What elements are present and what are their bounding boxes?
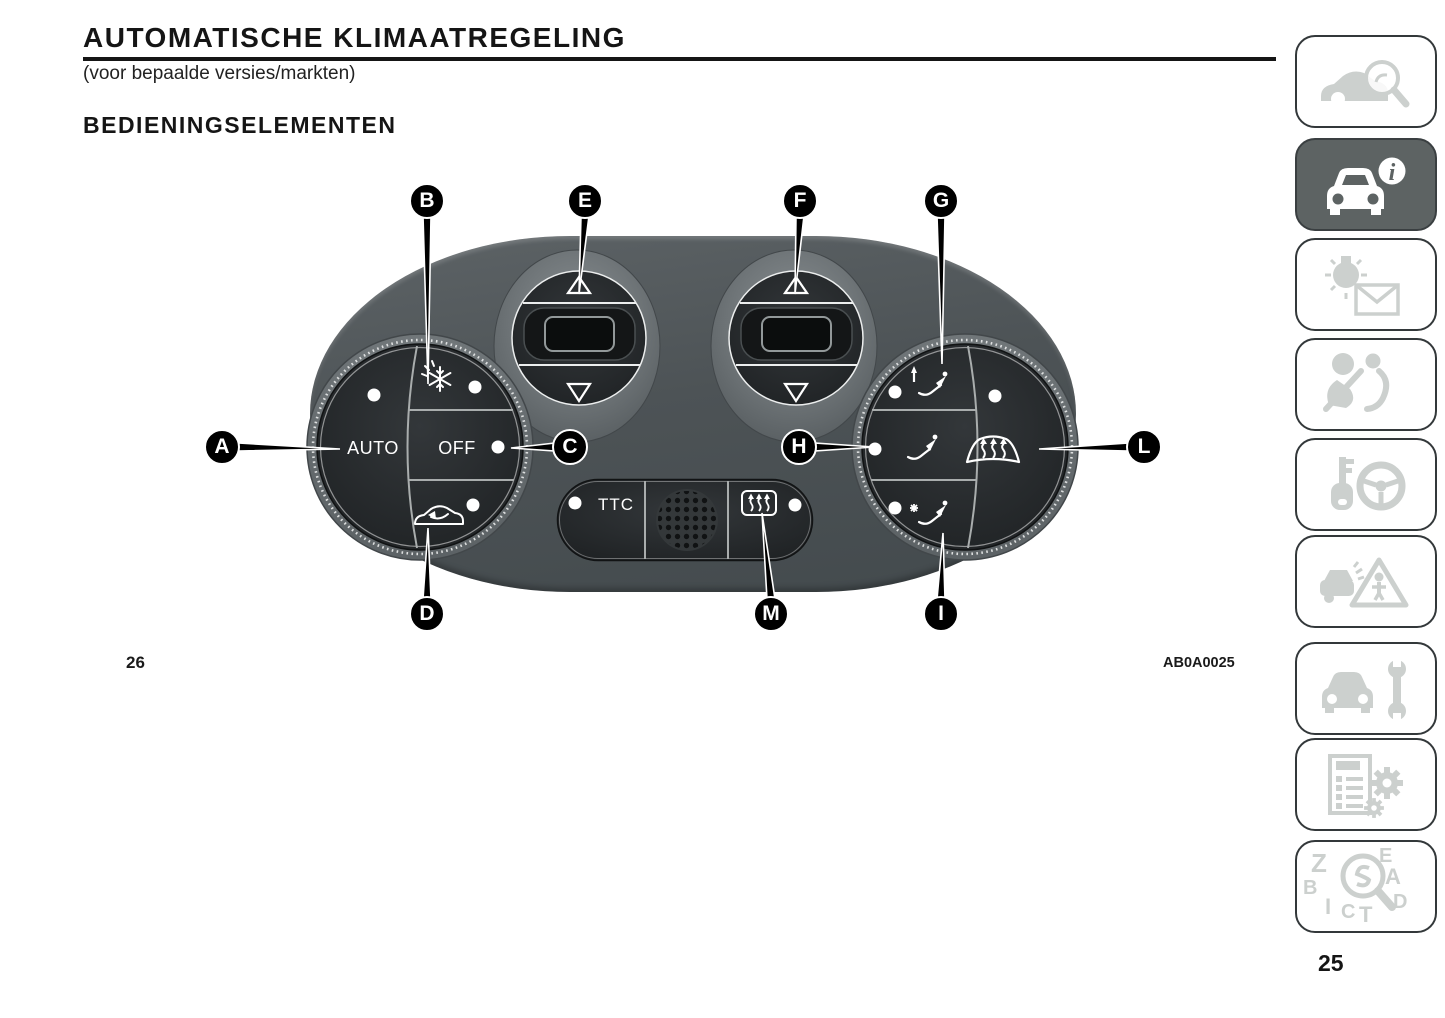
ac-led-dot — [468, 380, 482, 394]
callout-I: I — [923, 596, 959, 632]
callout-G: G — [923, 183, 959, 219]
occupant-safety-belt-icon — [1323, 352, 1390, 412]
index-letter: A — [1385, 864, 1401, 889]
callout-H: H — [781, 429, 817, 465]
figure-code: AB0A0025 — [1163, 655, 1235, 671]
left-knob: AUTO OFF — [306, 333, 534, 561]
index-letter: Z — [1311, 848, 1327, 878]
air-to-feet-icon — [910, 500, 948, 525]
center-button-strip: TTC — [556, 478, 814, 562]
off-button-label: OFF — [438, 438, 476, 458]
car-maintenance-wrench-icon — [1322, 658, 1406, 721]
sidebar-tab-car-info-active: i — [1295, 138, 1437, 231]
callout-A: A — [204, 429, 240, 465]
emergency-warning-triangle-icon — [1320, 557, 1409, 607]
callout-E: E — [567, 183, 603, 219]
auto-button-label: AUTO — [347, 438, 399, 458]
auto-led-dot — [367, 388, 381, 402]
air-feet-led-dot — [888, 501, 902, 515]
index-letter: I — [1325, 894, 1332, 919]
sidebar-tab-safety — [1295, 338, 1437, 431]
ttc-button-label: TTC — [598, 495, 634, 514]
index-letter: B — [1303, 877, 1318, 899]
windshield-defrost-icon — [965, 435, 1021, 464]
car-magnifier-icon — [1321, 59, 1410, 107]
page-subtitle: (voor bepaalde versies/markten) — [83, 63, 356, 84]
specifications-list-gears-icon — [1328, 753, 1403, 818]
callout-L: L — [1126, 429, 1162, 465]
index-letter: E — [1379, 845, 1393, 867]
sidebar-tab-car-magnifier — [1295, 35, 1437, 128]
sidebar-tab-index: Z E B A D I C T — [1295, 840, 1437, 933]
page-number: 25 — [1318, 950, 1344, 976]
key-steering-wheel-icon — [1331, 456, 1406, 510]
sidebar-tab-technical-data — [1295, 738, 1437, 831]
air-face-led-dot — [868, 442, 882, 456]
air-to-face-up-icon — [911, 366, 948, 396]
rear-window-defrost-icon — [741, 490, 777, 516]
section-heading: BEDIENINGSELEMENTEN — [83, 112, 397, 138]
index-letter: C — [1341, 901, 1356, 923]
index-letter: D — [1393, 891, 1408, 913]
warning-lamp-message-icon — [1325, 255, 1400, 316]
rear-defrost-led-dot — [788, 498, 802, 512]
air-to-face-icon — [906, 434, 938, 460]
callout-D: D — [409, 596, 445, 632]
off-led-dot — [491, 440, 505, 454]
callout-C: C — [552, 429, 588, 465]
callout-B: B — [409, 183, 445, 219]
recirculation-led-dot — [466, 498, 480, 512]
title-rule — [83, 57, 1276, 61]
air-recirculation-icon — [414, 505, 464, 525]
sidebar-tab-starting-driving — [1295, 438, 1437, 531]
air-up-led-dot — [888, 385, 902, 399]
sidebar-tab-warning-lamp — [1295, 238, 1437, 331]
ttc-led-dot — [568, 496, 582, 510]
index-letter: T — [1359, 902, 1373, 927]
defrost-led-dot — [988, 389, 1002, 403]
sidebar-tab-emergency — [1295, 535, 1437, 628]
car-info-icon: i — [1327, 157, 1406, 215]
info-letter: i — [1389, 160, 1396, 186]
page-title: AUTOMATISCHE KLIMAATREGELING — [83, 22, 626, 53]
callout-M: M — [753, 596, 789, 632]
callout-F: F — [782, 183, 818, 219]
sidebar-tab-maintenance — [1295, 642, 1437, 735]
right-knob — [851, 333, 1079, 561]
figure-number: 26 — [126, 653, 145, 672]
alphabetical-index-magnifier-icon — [1340, 853, 1396, 911]
